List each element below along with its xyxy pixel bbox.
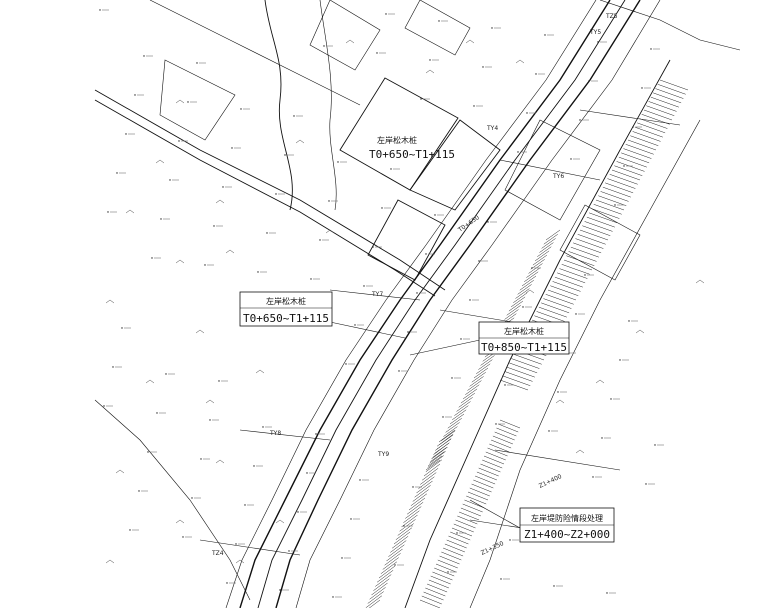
stream-bank bbox=[319, 0, 337, 211]
right-box-range: T0+850~T1+115 bbox=[481, 341, 567, 354]
section-lines bbox=[199, 109, 681, 556]
bottom-box-title: 左岸堤防险情段处理 bbox=[531, 513, 603, 523]
middle-box-title: 左岸松木桩 bbox=[266, 296, 306, 306]
right-box-title: 左岸松木桩 bbox=[504, 326, 544, 336]
vegetation-symbols bbox=[105, 39, 705, 564]
river-bank bbox=[404, 0, 741, 608]
section-tag: TY6 bbox=[552, 173, 564, 180]
upper-box-title: 左岸松木桩 bbox=[377, 135, 417, 145]
section-tag: Z1+400 bbox=[538, 473, 563, 490]
section-tag: Z1+350 bbox=[480, 540, 505, 557]
label-right-box: 左岸松木桩 T0+850~T1+115 bbox=[478, 321, 570, 355]
stream bbox=[264, 0, 293, 211]
field-plots bbox=[159, 0, 641, 281]
elevation-points bbox=[99, 9, 664, 598]
upper-road bbox=[94, 0, 446, 601]
label-bottom-box: 左岸堤防险情段处理 Z1+400~Z2+000 bbox=[519, 507, 615, 543]
section-tag: TY5 bbox=[589, 29, 601, 36]
section-tag: TZ4 bbox=[211, 550, 224, 557]
section-tag: TY9 bbox=[377, 451, 389, 458]
bottom-box-range: Z1+400~Z2+000 bbox=[524, 528, 610, 541]
leader-lines bbox=[329, 321, 521, 529]
upper-box-range: T0+650~T1+115 bbox=[369, 148, 455, 161]
section-tag: TY7 bbox=[371, 291, 383, 298]
label-upper-box: 左岸松木桩 T0+650~T1+115 bbox=[369, 135, 455, 161]
middle-box-range: T0+650~T1+115 bbox=[243, 312, 329, 325]
section-tag: TZ5 bbox=[605, 13, 618, 20]
section-tag: TY4 bbox=[486, 125, 498, 132]
section-tag: TY8 bbox=[269, 430, 281, 437]
label-middle-box: 左岸松木桩 T0+650~T1+115 bbox=[239, 291, 333, 327]
